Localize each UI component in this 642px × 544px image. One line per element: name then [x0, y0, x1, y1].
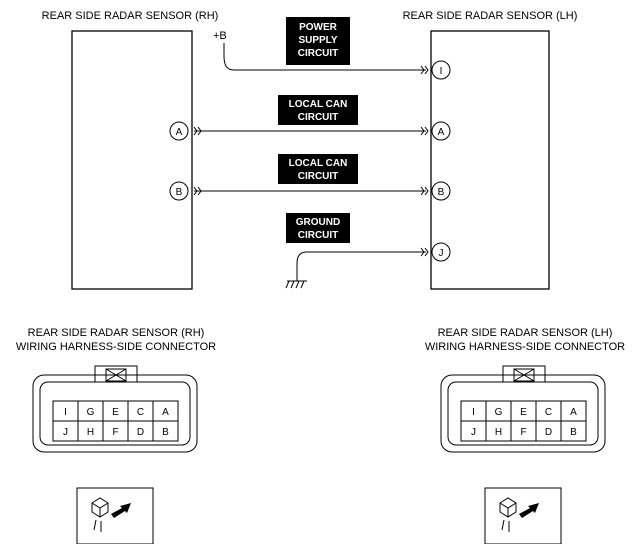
- power-circuit-label-line2: SUPPLY: [298, 35, 337, 46]
- lh-pin-j: J: [471, 427, 476, 438]
- rh-connector-title-line1: REAR SIDE RADAR SENSOR (RH): [28, 327, 205, 339]
- rh-pin-b: B: [162, 427, 169, 438]
- ground-symbol-icon: [285, 280, 307, 289]
- supply-label: +B: [213, 30, 227, 42]
- ground-label-line1: GROUND: [296, 217, 340, 228]
- ground-circuit-box: [286, 213, 350, 243]
- terminal-circle: [169, 181, 189, 201]
- lh-pin-b: B: [570, 427, 577, 438]
- rh-pin-d: D: [137, 427, 144, 438]
- lh-pin-d: D: [545, 427, 552, 438]
- lh-connector-face: [440, 365, 606, 453]
- can-a-label-line2: CIRCUIT: [298, 112, 339, 123]
- lh-pin-g: G: [495, 407, 503, 418]
- lh-pin-f: F: [520, 427, 526, 438]
- lh-terminal-b: B: [438, 187, 445, 198]
- power-supply-wire: [223, 43, 426, 71]
- terminal-circle: [431, 121, 451, 141]
- rh-pin-c: C: [137, 407, 144, 418]
- lh-connector-title-line2: WIRING HARNESS-SIDE CONNECTOR: [425, 341, 625, 353]
- local-can-a-circuit-box: [278, 95, 358, 125]
- ground-wire: [296, 251, 426, 281]
- lh-sensor-title: REAR SIDE RADAR SENSOR (LH): [403, 10, 578, 22]
- connector-view-icon: [76, 487, 154, 544]
- power-supply-circuit-box: [286, 17, 350, 65]
- connector-chevron: [193, 186, 202, 196]
- lh-terminal-i: I: [440, 66, 443, 77]
- lh-pin-c: C: [545, 407, 552, 418]
- terminal-circle: [169, 121, 189, 141]
- connector-view-icon: [484, 487, 562, 544]
- connector-chevron: [193, 126, 202, 136]
- rh-pin-f: F: [112, 427, 118, 438]
- terminal-circle: [431, 181, 451, 201]
- rh-sensor-title: REAR SIDE RADAR SENSOR (RH): [42, 10, 219, 22]
- connector-chevron: [420, 126, 429, 136]
- rh-terminal-b: B: [176, 187, 183, 198]
- connector-chevron: [420, 65, 429, 75]
- lh-pin-e: E: [520, 407, 527, 418]
- lh-connector-title-line1: REAR SIDE RADAR SENSOR (LH): [438, 327, 613, 339]
- rh-pin-h: H: [87, 427, 94, 438]
- rh-connector-title-line2: WIRING HARNESS-SIDE CONNECTOR: [16, 341, 216, 353]
- lh-sensor-box: [430, 30, 550, 290]
- power-circuit-label-line1: POWER: [299, 22, 338, 33]
- lh-terminal-j: J: [439, 248, 444, 259]
- rh-connector-face: [32, 365, 198, 453]
- rh-terminal-a: A: [176, 127, 183, 138]
- rh-pin-e: E: [112, 407, 119, 418]
- lh-pin-i: I: [472, 407, 475, 418]
- rh-sensor-box: [71, 30, 193, 290]
- rh-pin-a: A: [162, 407, 169, 418]
- connector-chevron: [420, 186, 429, 196]
- can-a-label-line1: LOCAL CAN: [289, 99, 348, 110]
- rh-pin-j: J: [63, 427, 68, 438]
- lh-pin-a: A: [570, 407, 577, 418]
- local-can-b-circuit-box: [278, 154, 358, 184]
- power-circuit-label-line3: CIRCUIT: [298, 48, 339, 59]
- ground-label-line2: CIRCUIT: [298, 230, 339, 241]
- can-b-label-line1: LOCAL CAN: [289, 158, 348, 169]
- rh-pin-g: G: [87, 407, 95, 418]
- connector-chevron: [420, 247, 429, 257]
- terminal-circle: [431, 60, 451, 80]
- rh-pin-i: I: [64, 407, 67, 418]
- lh-terminal-a: A: [438, 127, 445, 138]
- can-b-label-line2: CIRCUIT: [298, 171, 339, 182]
- terminal-circle: [431, 242, 451, 262]
- lh-pin-h: H: [495, 427, 502, 438]
